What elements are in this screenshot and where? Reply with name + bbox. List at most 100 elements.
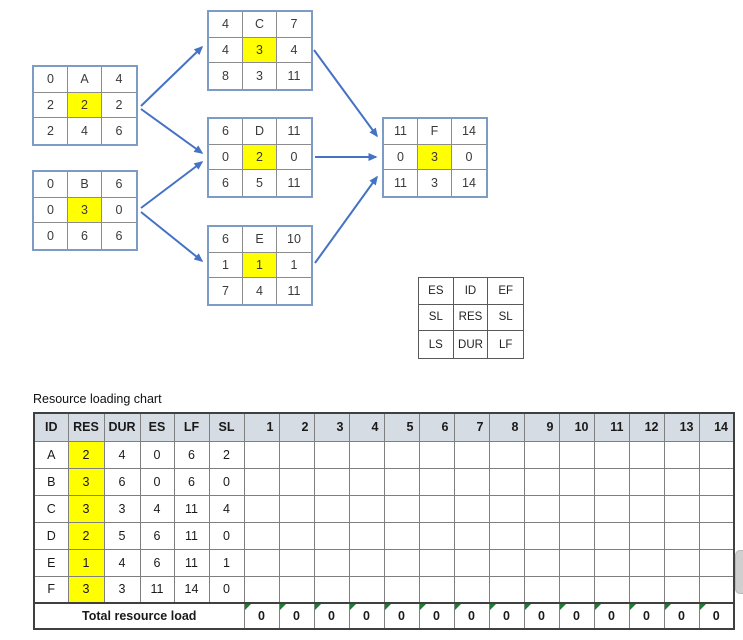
cell-C-period-1[interactable]: [243, 494, 280, 523]
col-header-period-9[interactable]: 9: [523, 412, 560, 442]
total-load-period-11[interactable]: 0: [593, 602, 630, 630]
cell-E-period-14[interactable]: [698, 548, 735, 577]
col-header-period-7[interactable]: 7: [453, 412, 490, 442]
cell-F-period-5[interactable]: [383, 575, 420, 604]
cell-F-period-9[interactable]: [523, 575, 560, 604]
col-header-period-8[interactable]: 8: [488, 412, 525, 442]
cell-A-es[interactable]: 0: [139, 440, 175, 469]
cell-C-lf[interactable]: 11: [173, 494, 210, 523]
cell-F-res[interactable]: 3: [67, 575, 105, 604]
col-header-res[interactable]: RES: [67, 412, 105, 442]
cell-D-period-13[interactable]: [663, 521, 700, 550]
cell-B-period-5[interactable]: [383, 467, 420, 496]
col-header-period-3[interactable]: 3: [313, 412, 350, 442]
total-load-period-13[interactable]: 0: [663, 602, 700, 630]
cell-B-period-10[interactable]: [558, 467, 595, 496]
cell-B-sl[interactable]: 0: [208, 467, 245, 496]
cell-B-period-13[interactable]: [663, 467, 700, 496]
cell-E-sl[interactable]: 1: [208, 548, 245, 577]
total-load-period-1[interactable]: 0: [243, 602, 280, 630]
cell-C-period-4[interactable]: [348, 494, 385, 523]
cell-C-period-8[interactable]: [488, 494, 525, 523]
col-header-sl[interactable]: SL: [208, 412, 245, 442]
cell-A-id[interactable]: A: [33, 440, 69, 469]
cell-D-period-5[interactable]: [383, 521, 420, 550]
cell-B-lf[interactable]: 6: [173, 467, 210, 496]
vertical-scrollbar-thumb[interactable]: [735, 550, 743, 594]
cell-F-period-4[interactable]: [348, 575, 385, 604]
cell-D-id[interactable]: D: [33, 521, 69, 550]
cell-E-period-13[interactable]: [663, 548, 700, 577]
cell-F-period-12[interactable]: [628, 575, 665, 604]
cell-F-period-13[interactable]: [663, 575, 700, 604]
cell-D-dur[interactable]: 5: [103, 521, 141, 550]
cell-F-period-2[interactable]: [278, 575, 315, 604]
cell-A-period-5[interactable]: [383, 440, 420, 469]
cell-B-period-7[interactable]: [453, 467, 490, 496]
cell-A-period-10[interactable]: [558, 440, 595, 469]
cell-C-sl[interactable]: 4: [208, 494, 245, 523]
cell-F-period-10[interactable]: [558, 575, 595, 604]
cell-E-id[interactable]: E: [33, 548, 69, 577]
total-load-period-7[interactable]: 0: [453, 602, 490, 630]
cell-A-period-8[interactable]: [488, 440, 525, 469]
cell-C-period-11[interactable]: [593, 494, 630, 523]
cell-B-period-14[interactable]: [698, 467, 735, 496]
total-load-period-9[interactable]: 0: [523, 602, 560, 630]
cell-E-res[interactable]: 1: [67, 548, 105, 577]
cell-D-sl[interactable]: 0: [208, 521, 245, 550]
cell-A-res[interactable]: 2: [67, 440, 105, 469]
cell-C-period-10[interactable]: [558, 494, 595, 523]
cell-E-period-9[interactable]: [523, 548, 560, 577]
cell-C-period-2[interactable]: [278, 494, 315, 523]
col-header-dur[interactable]: DUR: [103, 412, 141, 442]
cell-B-period-4[interactable]: [348, 467, 385, 496]
cell-A-period-4[interactable]: [348, 440, 385, 469]
cell-D-es[interactable]: 6: [139, 521, 175, 550]
cell-F-es[interactable]: 11: [139, 575, 175, 604]
total-load-period-2[interactable]: 0: [278, 602, 315, 630]
cell-F-lf[interactable]: 14: [173, 575, 210, 604]
total-load-period-10[interactable]: 0: [558, 602, 595, 630]
col-header-period-1[interactable]: 1: [243, 412, 280, 442]
cell-D-lf[interactable]: 11: [173, 521, 210, 550]
total-load-period-4[interactable]: 0: [348, 602, 385, 630]
cell-D-period-6[interactable]: [418, 521, 455, 550]
cell-A-period-3[interactable]: [313, 440, 350, 469]
cell-C-id[interactable]: C: [33, 494, 69, 523]
total-load-period-3[interactable]: 0: [313, 602, 350, 630]
cell-A-period-11[interactable]: [593, 440, 630, 469]
cell-B-period-6[interactable]: [418, 467, 455, 496]
cell-C-period-6[interactable]: [418, 494, 455, 523]
cell-D-period-3[interactable]: [313, 521, 350, 550]
cell-C-period-3[interactable]: [313, 494, 350, 523]
total-load-period-8[interactable]: 0: [488, 602, 525, 630]
cell-C-period-7[interactable]: [453, 494, 490, 523]
cell-B-es[interactable]: 0: [139, 467, 175, 496]
cell-B-period-2[interactable]: [278, 467, 315, 496]
cell-E-dur[interactable]: 4: [103, 548, 141, 577]
cell-F-sl[interactable]: 0: [208, 575, 245, 604]
cell-B-period-8[interactable]: [488, 467, 525, 496]
cell-B-period-12[interactable]: [628, 467, 665, 496]
cell-E-period-10[interactable]: [558, 548, 595, 577]
cell-F-period-3[interactable]: [313, 575, 350, 604]
cell-E-period-5[interactable]: [383, 548, 420, 577]
cell-E-period-11[interactable]: [593, 548, 630, 577]
col-header-period-13[interactable]: 13: [663, 412, 700, 442]
cell-F-period-14[interactable]: [698, 575, 735, 604]
cell-E-period-12[interactable]: [628, 548, 665, 577]
cell-E-lf[interactable]: 11: [173, 548, 210, 577]
cell-F-period-11[interactable]: [593, 575, 630, 604]
cell-B-res[interactable]: 3: [67, 467, 105, 496]
cell-F-period-8[interactable]: [488, 575, 525, 604]
total-load-period-12[interactable]: 0: [628, 602, 665, 630]
cell-B-id[interactable]: B: [33, 467, 69, 496]
cell-D-res[interactable]: 2: [67, 521, 105, 550]
cell-D-period-4[interactable]: [348, 521, 385, 550]
cell-D-period-10[interactable]: [558, 521, 595, 550]
cell-B-dur[interactable]: 6: [103, 467, 141, 496]
cell-F-period-7[interactable]: [453, 575, 490, 604]
cell-E-period-6[interactable]: [418, 548, 455, 577]
cell-F-id[interactable]: F: [33, 575, 69, 604]
